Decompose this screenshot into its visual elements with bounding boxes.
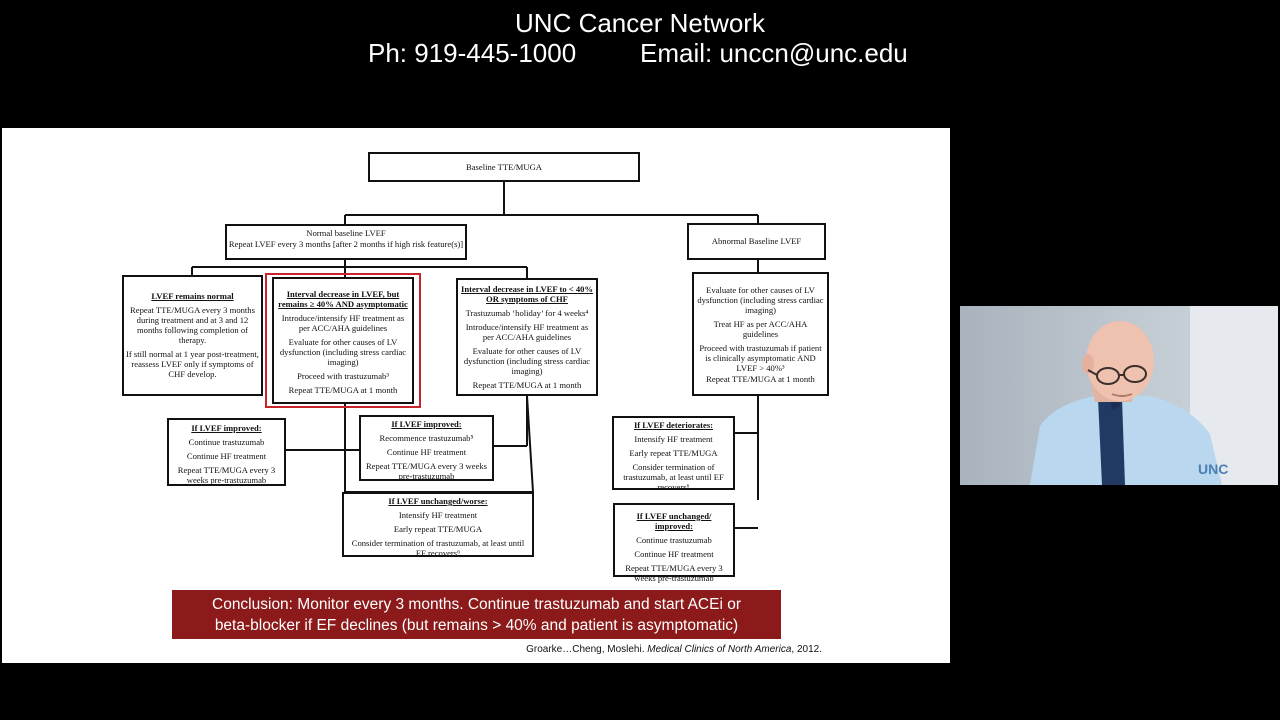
phone-number: Ph: 919-445-1000 — [368, 38, 577, 68]
speaker-video: UNC — [960, 306, 1278, 485]
unchanged-mid-line-2: Early repeat TTE/MUGA — [393, 524, 483, 534]
interval-40-line-4: Repeat TTE/MUGA at 1 month — [288, 385, 398, 395]
improved-mid-line-1: Recommence trastuzumab⁵ — [379, 433, 474, 443]
normal-baseline-line: Repeat LVEF every 3 months [after 2 mont… — [228, 239, 464, 249]
conclusion-banner: Conclusion: Monitor every 3 months. Cont… — [172, 590, 781, 639]
unchanged-right-box: If LVEF unchanged/ improved: Continue tr… — [613, 503, 735, 583]
unchanged-mid-head: If LVEF unchanged/worse: — [388, 496, 488, 506]
improved-left-head: If LVEF improved: — [191, 423, 262, 433]
citation-authors: Groarke…Cheng, Moslehi. — [526, 644, 645, 655]
interval-lt40-box: Interval decrease in LVEF to < 40% OR sy… — [456, 278, 598, 396]
deteriorates-line-2: Early repeat TTE/MUGA — [629, 448, 718, 458]
abnormal-line-3: Proceed with trastuzumab if patient is c… — [699, 343, 822, 373]
unchanged-right-line-2: Continue HF treatment — [634, 549, 714, 559]
baseline-box: Baseline TTE/MUGA — [368, 152, 640, 182]
citation-year: , 2012. — [791, 644, 822, 655]
abnormal-line-2: Treat HF as per ACC/AHA guidelines — [713, 319, 808, 339]
normal-baseline-title: Normal baseline LVEF — [306, 228, 386, 238]
interval-lt40-line-1: Trastuzumab ‘holiday’ for 4 weeks⁴ — [465, 308, 589, 318]
remains-normal-box: LVEF remains normal Repeat TTE/MUGA ever… — [122, 275, 263, 396]
unchanged-mid-box: If LVEF unchanged/worse: Intensify HF tr… — [342, 492, 534, 558]
abnormal-line-4: Repeat TTE/MUGA at 1 month — [706, 374, 815, 384]
unchanged-right-head: If LVEF unchanged/ improved: — [636, 511, 712, 531]
remains-normal-head: LVEF remains normal — [151, 291, 234, 301]
baseline-label: Baseline TTE/MUGA — [466, 162, 542, 172]
abnormal-line-1: Evaluate for other causes of LV dysfunct… — [697, 285, 824, 315]
interval-40-line-1: Introduce/intensify HF treatment as per … — [281, 313, 405, 333]
unc-logo-text: UNC — [1198, 461, 1228, 477]
highlight-frame — [265, 273, 421, 408]
improved-mid-line-2: Continue HF treatment — [386, 447, 467, 457]
improved-mid-line-3: Repeat TTE/MUGA every 3 weeks pre-trastu… — [365, 461, 488, 481]
abnormal-baseline-title-box: Abnormal Baseline LVEF — [687, 223, 826, 260]
conclusion-line-2: beta-blocker if EF declines (but remains… — [214, 617, 739, 634]
improved-mid-box: If LVEF improved: Recommence trastuzumab… — [359, 415, 494, 481]
unchanged-right-line-3: Repeat TTE/MUGA every 3 weeks pre-trastu… — [625, 563, 723, 583]
interval-40-line-2: Evaluate for other causes of LV dysfunct… — [279, 337, 407, 367]
normal-baseline-box: Normal baseline LVEF Repeat LVEF every 3… — [225, 224, 467, 260]
interval-40-head: Interval decrease in LVEF, but remains ≥… — [278, 289, 408, 309]
deteriorates-box: If LVEF deteriorates: Intensify HF treat… — [612, 416, 735, 492]
citation: Groarke…Cheng, Moslehi. Medical Clinics … — [2, 644, 822, 655]
unchanged-right-line-1: Continue trastuzumab — [636, 535, 712, 545]
deteriorates-head: If LVEF deteriorates: — [633, 420, 714, 430]
remains-normal-line-2: If still normal at 1 year post-treatment… — [126, 349, 259, 379]
unchanged-mid-line-3: Consider termination of trastuzumab, at … — [351, 538, 525, 558]
deteriorates-line-1: Intensify HF treatment — [634, 434, 713, 444]
remains-normal-line-1: Repeat TTE/MUGA every 3 months during tr… — [130, 305, 255, 345]
improved-mid-head: If LVEF improved: — [391, 419, 462, 429]
unchanged-mid-line-1: Intensify HF treatment — [398, 510, 478, 520]
interval-lt40-head: Interval decrease in LVEF to < 40% OR sy… — [460, 284, 594, 304]
interval-lt40-line-3: Evaluate for other causes of LV dysfunct… — [463, 346, 591, 376]
improved-left-box: If LVEF improved: Continue trastuzumab C… — [167, 418, 286, 486]
presentation-slide: Baseline TTE/MUGA Normal baseline LVEF R… — [2, 128, 950, 663]
interval-lt40-line-2: Introduce/intensify HF treatment as per … — [465, 322, 589, 342]
flowchart-connectors — [191, 182, 759, 529]
abnormal-baseline-title: Abnormal Baseline LVEF — [711, 236, 802, 246]
interval-lt40-line-4: Repeat TTE/MUGA at 1 month — [472, 380, 582, 390]
header-title: UNC Cancer Network — [515, 8, 765, 38]
citation-journal: Medical Clinics of North America — [647, 644, 792, 655]
improved-left-line-3: Repeat TTE/MUGA every 3 weeks pre-trastu… — [177, 465, 276, 485]
abnormal-baseline-box: Evaluate for other causes of LV dysfunct… — [692, 272, 829, 396]
conclusion-line-1: Conclusion: Monitor every 3 months. Cont… — [212, 596, 741, 613]
improved-left-line-2: Continue HF treatment — [186, 451, 267, 461]
interval-40-box: Interval decrease in LVEF, but remains ≥… — [272, 277, 414, 404]
interval-40-line-3: Proceed with trastuzumab³ — [297, 371, 389, 381]
email-address: Email: unccn@unc.edu — [640, 38, 908, 68]
speaker-image: UNC — [960, 306, 1278, 485]
improved-left-line-1: Continue trastuzumab — [188, 437, 265, 447]
deteriorates-line-3: Consider termination of trastuzumab, at … — [623, 462, 724, 492]
